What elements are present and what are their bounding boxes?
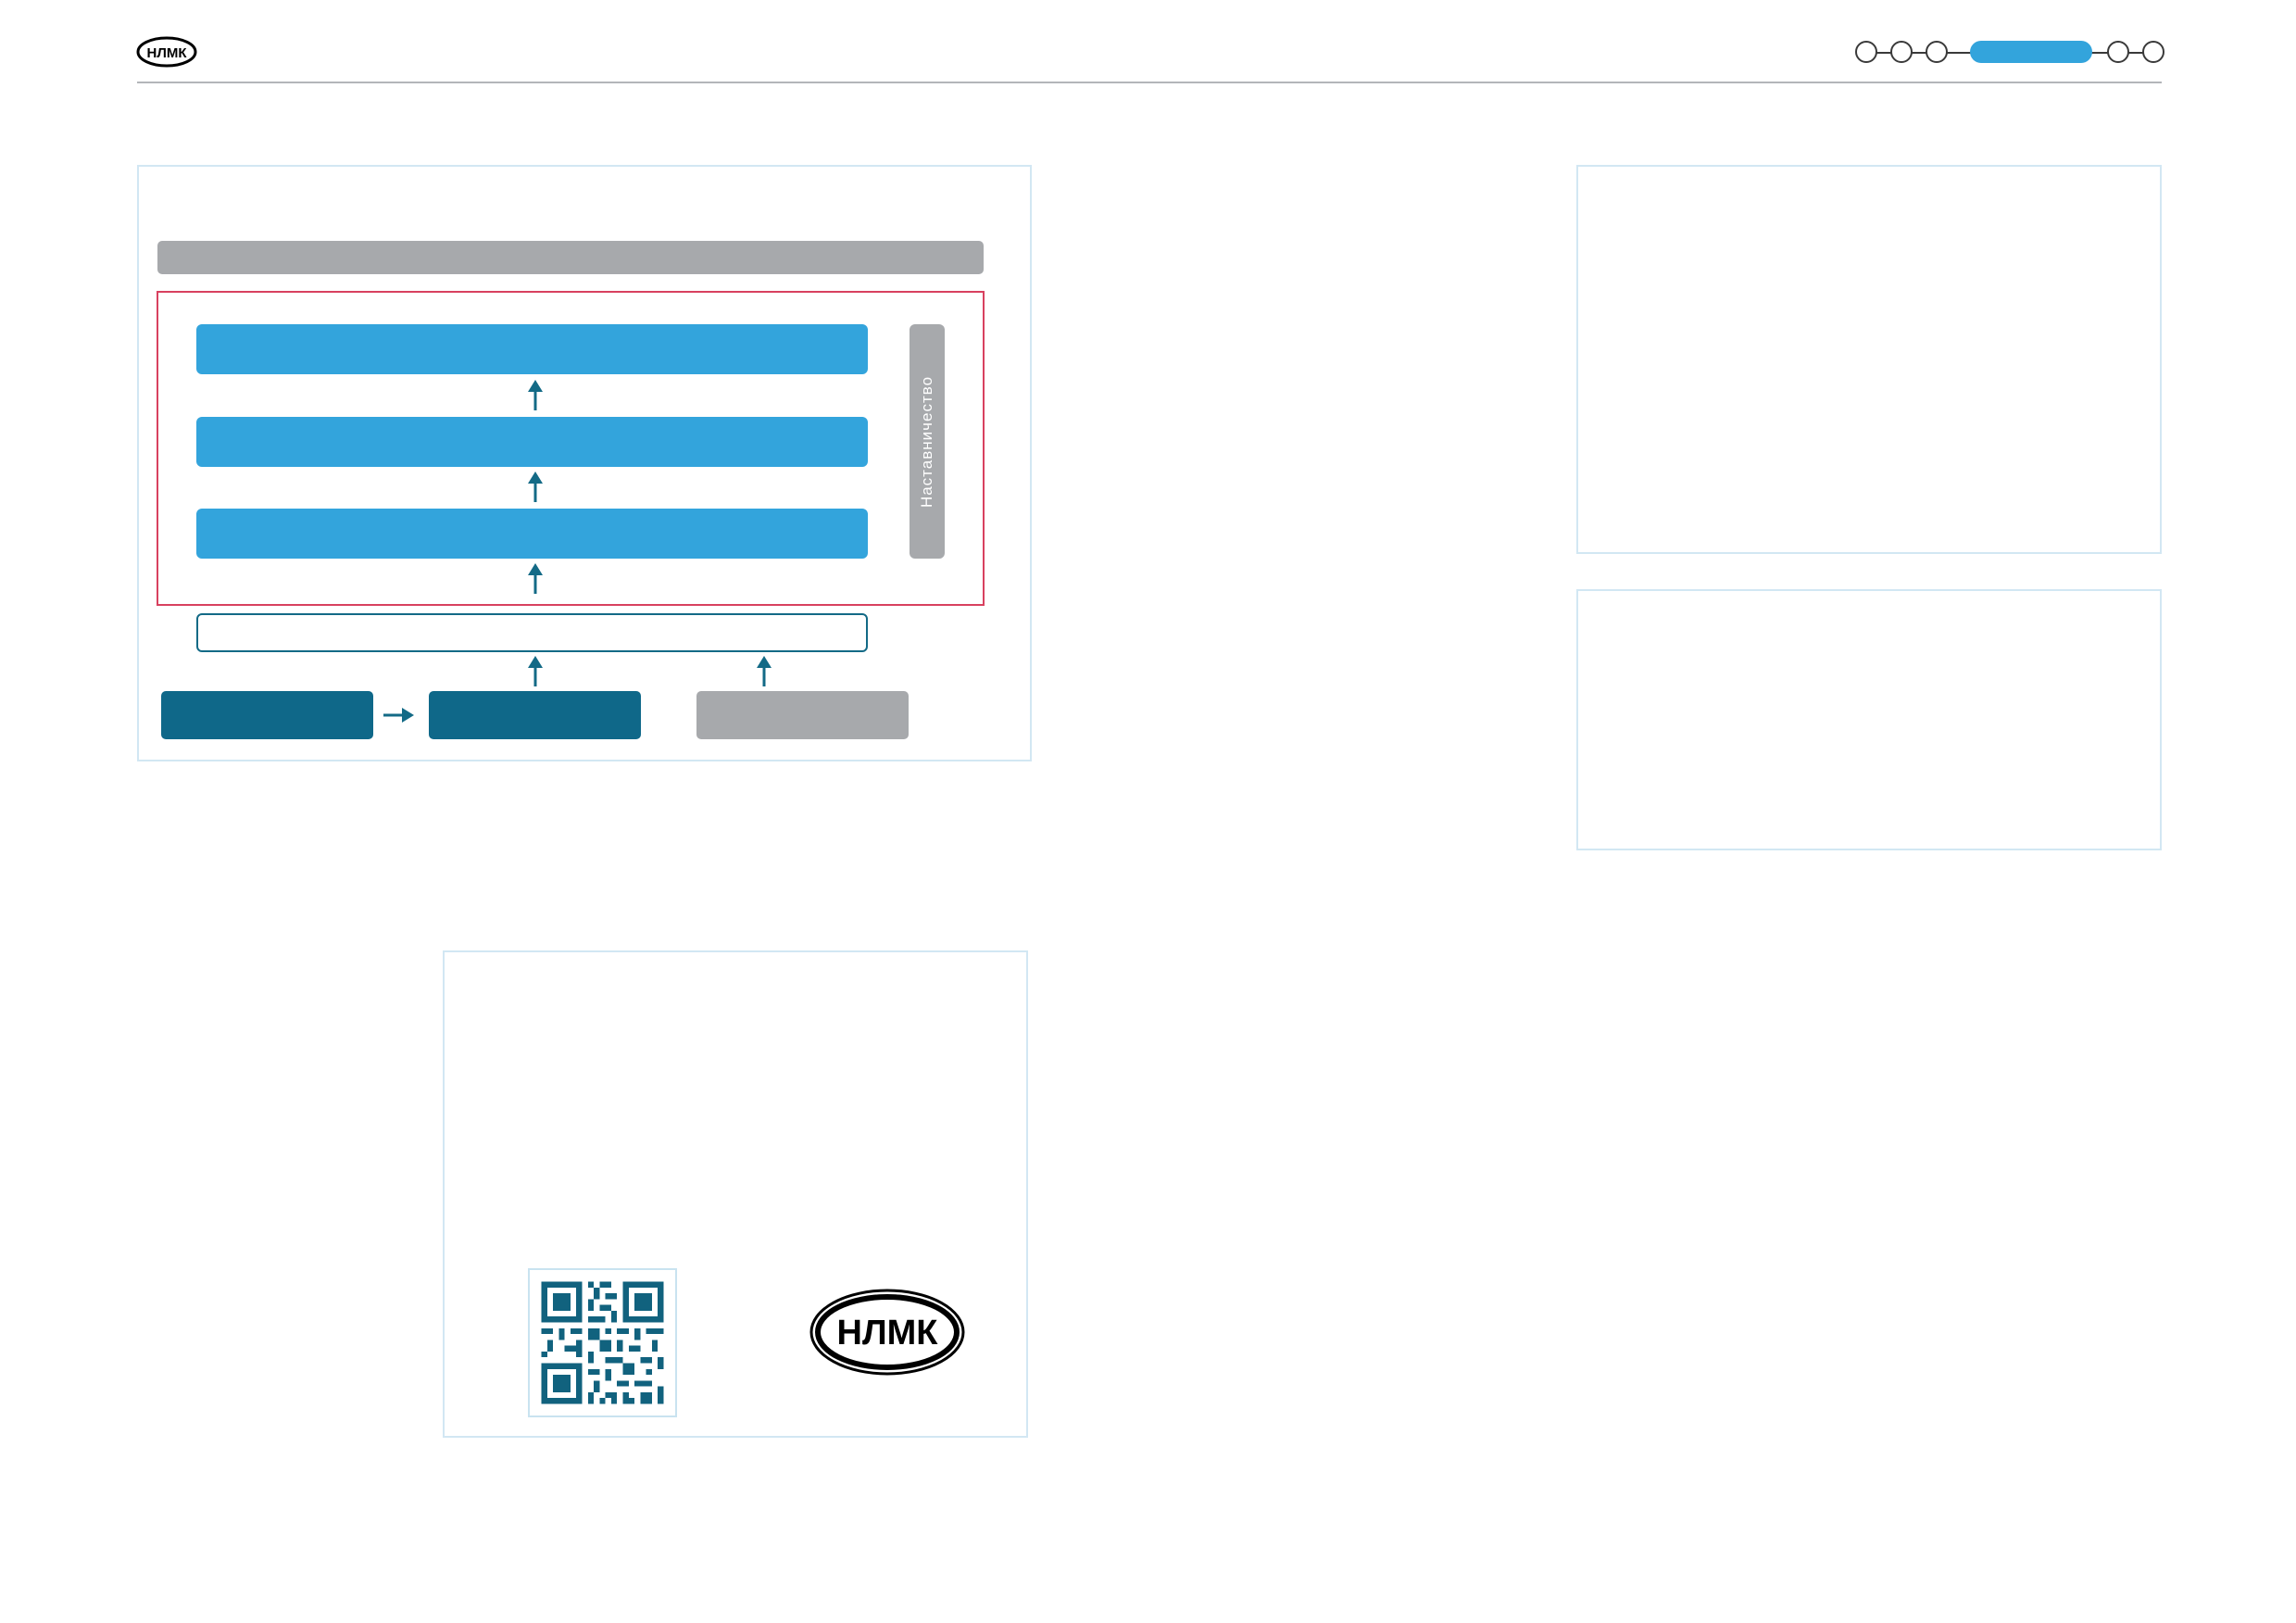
logo-large-text: НЛМК: [837, 1314, 939, 1352]
highlight-frame: [157, 291, 985, 606]
arrow-up-icon: [528, 380, 543, 410]
base-outline-bar: [196, 613, 868, 652]
progress-step-4-active[interactable]: [1970, 41, 2092, 63]
progress-step-2[interactable]: [1890, 41, 1913, 63]
progress-step-3[interactable]: [1926, 41, 1948, 63]
logo-small-text: НЛМК: [146, 45, 187, 61]
input-box-2: [429, 691, 641, 739]
progress-step-6[interactable]: [2142, 41, 2164, 63]
arrow-up-icon: [528, 472, 543, 502]
nlmk-logo-small: НЛМК: [136, 36, 197, 68]
arrow-up-icon: [757, 656, 772, 686]
arrow-up-icon: [528, 656, 543, 686]
level-bar-3: [196, 324, 868, 374]
section-progress-indicator: [1855, 39, 2166, 67]
input-box-3: [696, 691, 909, 739]
mentoring-side-bar: Наставничество: [910, 324, 945, 559]
qr-code-frame[interactable]: [528, 1268, 677, 1417]
mentoring-label: Наставничество: [918, 375, 935, 508]
input-box-1: [161, 691, 373, 739]
progress-step-1[interactable]: [1855, 41, 1877, 63]
level-bar-1: [196, 509, 868, 559]
diagram-top-bar: [157, 241, 984, 274]
qr-code: [541, 1281, 664, 1404]
right-upper-panel: [1576, 165, 2162, 554]
progress-step-5[interactable]: [2107, 41, 2129, 63]
arrow-up-icon: [528, 563, 543, 594]
nlmk-logo-large: НЛМК: [809, 1289, 965, 1376]
right-lower-panel: [1576, 589, 2162, 850]
level-bar-2: [196, 417, 868, 467]
arrow-right-icon: [383, 708, 414, 723]
header-divider: [137, 82, 2162, 83]
